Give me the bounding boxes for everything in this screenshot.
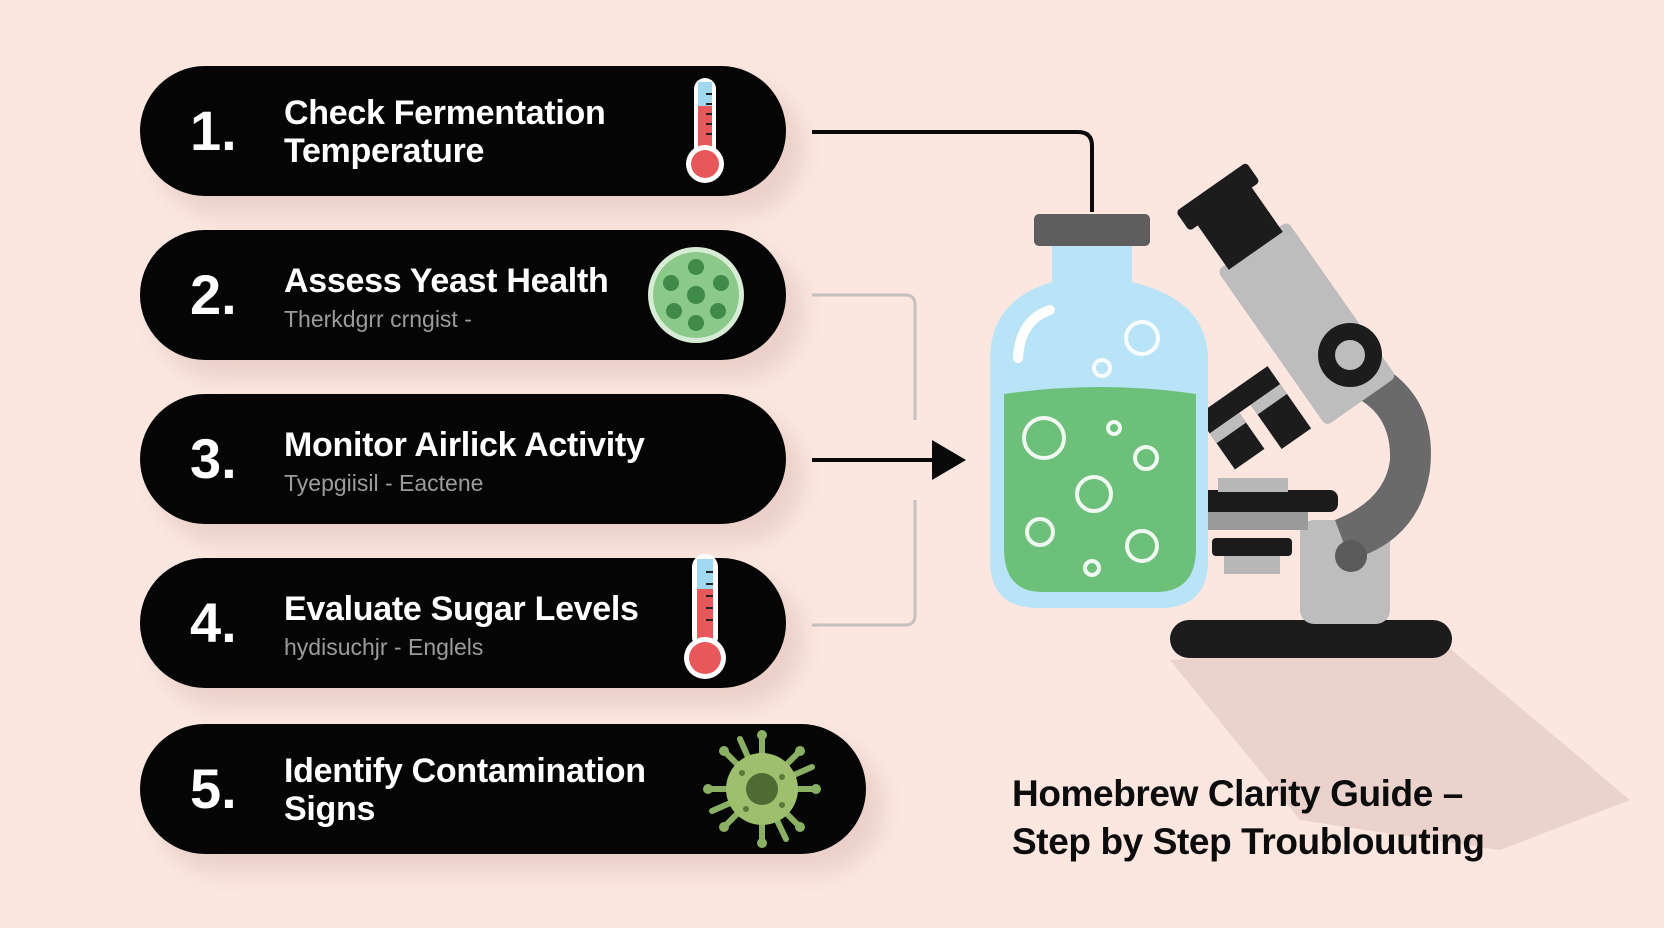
- caption-line-1: Homebrew Clarity Guide –: [1012, 773, 1463, 814]
- step-card-5: 5. Identify Contamination Signs: [140, 724, 866, 854]
- step-number: 3.: [190, 427, 237, 490]
- step-subtitle: hydisuchjr - Englels: [284, 634, 484, 660]
- connector-step2: [812, 293, 917, 420]
- step-subtitle: Tyepgiisil - Eactene: [284, 470, 484, 496]
- step-card-1: 1. Check Fermentation Temperature: [140, 66, 786, 196]
- step-title: Assess Yeast Health: [284, 262, 609, 300]
- thermometer-icon: [686, 78, 724, 183]
- step-card-4: 4. Evaluate Sugar Levels hydisuchjr - En…: [140, 554, 786, 688]
- step-title: Check Fermentation Temperature: [284, 94, 606, 170]
- step-number: 5.: [190, 757, 237, 820]
- connector-step4: [812, 500, 917, 627]
- bacteria-icon: [703, 730, 821, 848]
- step-number: 2.: [190, 263, 237, 326]
- step-subtitle: Therkdgrr crngist -: [284, 306, 472, 332]
- connector-step3-arrowhead: [932, 440, 966, 480]
- step-card-2: 2. Assess Yeast Health Therkdgrr crngist…: [140, 230, 786, 360]
- microscope-shadow: [1170, 640, 1630, 850]
- step-number: 4.: [190, 591, 237, 654]
- step-title: Identify Contamination Signs: [284, 752, 646, 828]
- step-title: Monitor Airlick Activity: [284, 426, 645, 464]
- caption-line-2: Step by Step Troublouuting: [1012, 821, 1485, 862]
- yeast-cell-icon: [648, 247, 744, 343]
- thermometer-icon: [684, 554, 726, 679]
- step-card-3: 3. Monitor Airlick Activity Tyepgiisil -…: [140, 394, 786, 524]
- flask-icon: [990, 214, 1208, 608]
- step-number: 1.: [190, 99, 237, 162]
- caption: Homebrew Clarity Guide – Step by Step Tr…: [1012, 770, 1485, 866]
- connector-step1: [812, 130, 1094, 212]
- step-title: Evaluate Sugar Levels: [284, 590, 639, 628]
- microscope-icon: [1162, 163, 1452, 658]
